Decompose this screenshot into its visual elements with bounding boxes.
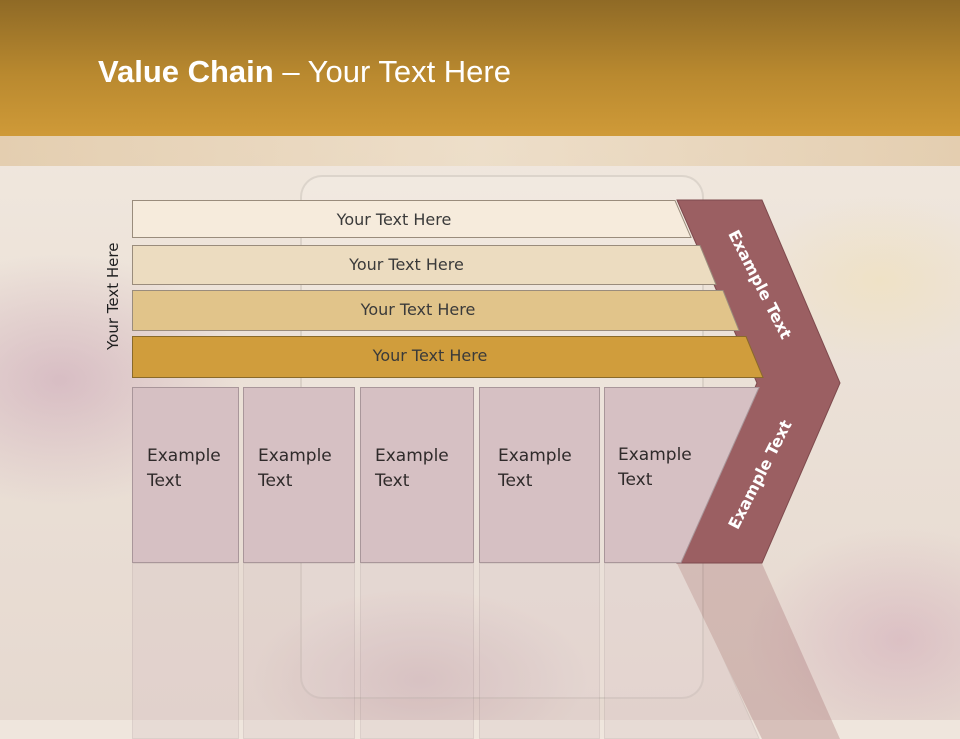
- box-4-line2: Text: [498, 469, 599, 494]
- box-3-line2: Text: [375, 469, 473, 494]
- box-5-line2: Text: [618, 468, 692, 493]
- bar-1[interactable]: Your Text Here: [132, 200, 692, 238]
- box-2-line2: Text: [258, 469, 354, 494]
- bar-1-label: Your Text Here: [337, 210, 452, 229]
- box-1-line1: Example: [147, 444, 238, 469]
- activity-box-3[interactable]: Example Text: [360, 387, 474, 563]
- activity-box-2[interactable]: Example Text: [243, 387, 355, 563]
- box-1-line2: Text: [147, 469, 238, 494]
- bar-4-label: Your Text Here: [373, 346, 488, 365]
- bar-2[interactable]: Your Text Here: [132, 245, 717, 283]
- bar-2-label: Your Text Here: [349, 255, 464, 274]
- bar-3-label: Your Text Here: [361, 300, 476, 319]
- bar-4[interactable]: Your Text Here: [132, 336, 764, 374]
- bar-3[interactable]: Your Text Here: [132, 290, 740, 328]
- activity-box-4[interactable]: Example Text: [479, 387, 600, 563]
- activity-box-1[interactable]: Example Text: [132, 387, 239, 563]
- activity-box-5[interactable]: Example Text: [618, 443, 692, 493]
- box-4-line1: Example: [498, 444, 599, 469]
- box-2-line1: Example: [258, 444, 354, 469]
- box-5-line1: Example: [618, 443, 692, 468]
- box-3-line1: Example: [375, 444, 473, 469]
